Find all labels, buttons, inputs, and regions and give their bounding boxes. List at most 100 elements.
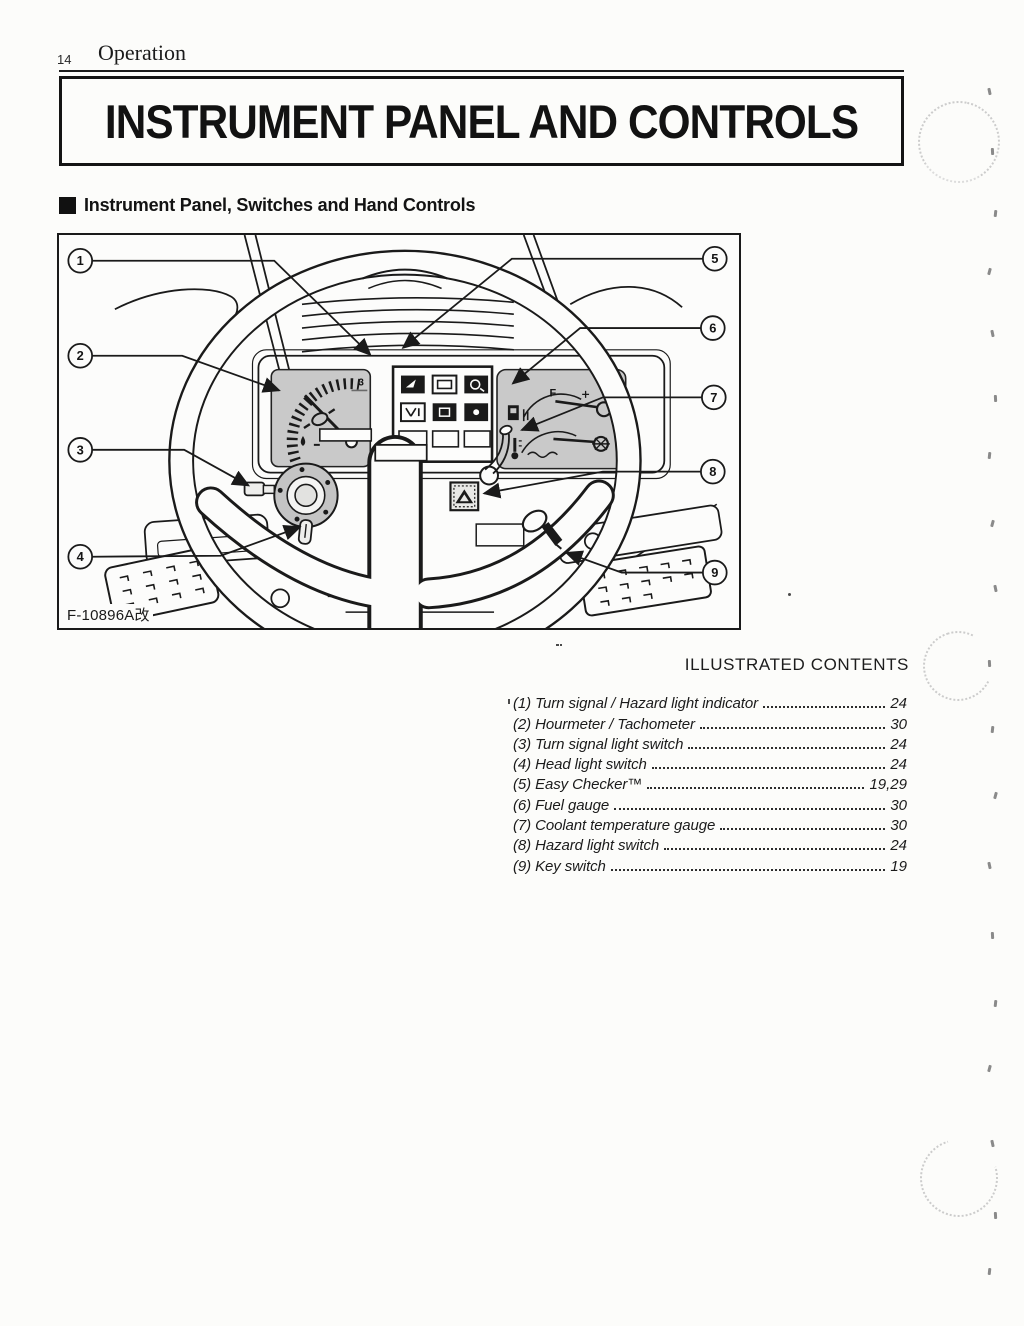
callout-leader-lines <box>91 257 703 574</box>
scan-speck <box>990 931 995 940</box>
subheading-text: Instrument Panel, Switches and Hand Cont… <box>84 195 476 215</box>
contents-item-label: (1) Turn signal / Hazard light indicator <box>513 695 758 713</box>
callout-1: 1 <box>67 247 94 274</box>
contents-item-label: (3) Turn signal light switch <box>513 735 684 753</box>
scan-speck <box>993 584 998 593</box>
callouts: 1 2 3 4 5 6 7 8 9 <box>67 245 728 586</box>
contents-item: (8) Hazard light switch 24 <box>513 834 907 854</box>
scan-speck <box>993 209 998 218</box>
steering-spokes <box>195 434 615 628</box>
contents-item-label: (2) Hourmeter / Tachometer <box>513 715 695 733</box>
callout-6: 6 <box>700 315 726 341</box>
tachometer-gauge: 3 <box>270 368 373 468</box>
contents-item-label: (9) Key switch <box>513 857 606 875</box>
key-switch <box>479 424 563 550</box>
contents-item: (6) Fuel gauge 30 <box>513 793 907 814</box>
turn-signal-switch <box>243 481 276 497</box>
dotted-leader <box>699 726 886 729</box>
scan-speck <box>560 644 562 646</box>
svg-text:6: 6 <box>709 321 716 336</box>
callout-5: 5 <box>702 245 728 272</box>
contents-item-label: (8) Hazard light switch <box>513 837 660 855</box>
key-ring <box>521 509 548 533</box>
contents-item-page: 24 <box>890 735 907 753</box>
contents-item-label: (4) Head light switch <box>513 756 647 774</box>
contents-item-page: 30 <box>890 715 907 733</box>
contents-item: (9) Key switch 19 <box>513 854 907 875</box>
instrument-panel-diagram: 3 <box>67 235 728 628</box>
console-slot <box>475 523 525 547</box>
title-box: INSTRUMENT PANEL AND CONTROLS <box>59 76 904 166</box>
dotted-leader <box>720 828 886 831</box>
svg-text:3: 3 <box>77 442 84 457</box>
key-blade <box>541 522 563 546</box>
pedal-pad-grid <box>119 560 205 609</box>
svg-text:8: 8 <box>709 464 716 479</box>
contents-item-label: (7) Coolant temperature gauge <box>513 817 716 835</box>
illustrated-contents-list: (1) Turn signal / Hazard light indicator… <box>513 692 907 875</box>
dotted-leader <box>614 807 886 810</box>
contents-item-label: (6) Fuel gauge <box>513 796 610 814</box>
horn-pad-arc <box>361 268 448 280</box>
callout-8: 8 <box>700 458 726 485</box>
fuel-f-label: F <box>549 387 556 399</box>
scan-speck <box>987 1064 992 1073</box>
contents-item-page: 30 <box>890 796 907 814</box>
contents-item: (1) Turn signal / Hazard light indicator… <box>513 692 907 712</box>
scan-speck <box>990 147 995 156</box>
svg-text:9: 9 <box>711 565 718 580</box>
page-title: INSTRUMENT PANEL AND CONTROLS <box>104 94 859 148</box>
scan-speck <box>993 1211 998 1220</box>
dotted-leader <box>664 848 886 851</box>
contents-item-label: (5) Easy Checker™ <box>513 776 643 794</box>
dotted-leader <box>610 868 886 871</box>
scan-speck <box>990 519 995 528</box>
svg-text:7: 7 <box>710 390 717 405</box>
contents-item-page: 30 <box>890 817 907 835</box>
svg-text:4: 4 <box>77 549 85 564</box>
headlight-switch-knob <box>273 462 339 545</box>
column-slot <box>374 443 428 462</box>
scan-speck <box>993 791 998 800</box>
scan-speck <box>987 451 992 460</box>
scan-speck <box>788 593 791 596</box>
dotted-leader <box>647 787 865 790</box>
scan-speck <box>987 659 992 668</box>
hazard-light-switch <box>449 481 480 512</box>
scan-speck <box>987 87 992 96</box>
page-number: 14 <box>57 52 72 67</box>
figure-code: F-10896A改 <box>64 604 153 625</box>
droplet-icon <box>300 435 306 446</box>
svg-text:5: 5 <box>711 251 718 266</box>
callout-3: 3 <box>67 437 94 463</box>
contents-item-page: 24 <box>890 695 907 713</box>
contents-item: (7) Coolant temperature gauge 30 <box>513 814 907 834</box>
contents-item: (5) Easy Checker™ 19,29 <box>513 773 907 793</box>
scan-speck <box>987 861 992 870</box>
dotted-leader <box>688 746 886 749</box>
fuel-temp-gauge-panel: F <box>496 368 627 470</box>
binder-ring-artifact <box>910 93 1008 191</box>
contents-item: (4) Head light switch 24 <box>513 753 907 773</box>
contents-item-page: 19 <box>890 857 907 875</box>
svg-text:1: 1 <box>77 253 84 268</box>
contents-item-page: 24 <box>890 756 907 774</box>
scan-speck <box>990 329 995 338</box>
svg-text:2: 2 <box>77 348 84 363</box>
contents-heading: ILLUSTRATED CONTENTS <box>684 655 909 674</box>
contents-item: (2) Hourmeter / Tachometer 30 <box>513 712 907 733</box>
square-bullet-icon <box>59 197 76 214</box>
scan-speck <box>990 1139 995 1148</box>
scan-speck <box>993 394 998 403</box>
scan-speck <box>987 267 992 276</box>
hourmeter-window <box>319 428 373 442</box>
contents-item-page: 24 <box>890 837 907 855</box>
callout-2: 2 <box>67 343 94 369</box>
dotted-leader <box>651 767 886 770</box>
callout-7: 7 <box>701 384 727 411</box>
section-label: Operation <box>98 40 186 65</box>
dash-cowl <box>251 349 671 480</box>
tach-number: 3 <box>358 377 364 388</box>
dotted-leader <box>763 706 886 709</box>
contents-item-page: 19,29 <box>869 776 907 794</box>
